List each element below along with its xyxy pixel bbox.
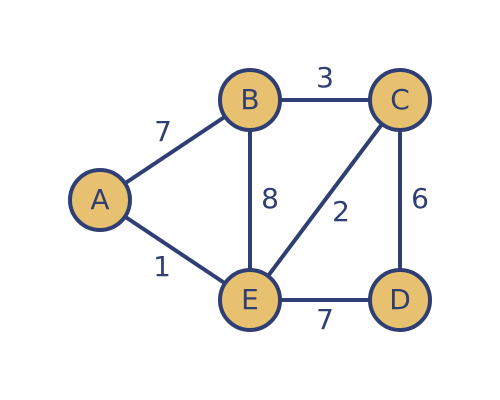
node-D: D	[368, 268, 432, 332]
edge-C-E	[248, 98, 402, 302]
edge-weight-B-C: 3	[316, 61, 334, 94]
node-E-circle	[218, 268, 282, 332]
node-B: B	[218, 68, 282, 132]
node-E-label: E	[241, 283, 259, 316]
node-B-circle	[218, 68, 282, 132]
node-E: E	[218, 268, 282, 332]
node-A-label: A	[90, 183, 109, 216]
edge-weight-C-E: 2	[332, 195, 350, 228]
node-D-label: D	[389, 283, 411, 316]
edge-weight-A-E: 1	[153, 250, 171, 283]
edge-weight-A-B: 7	[154, 115, 172, 148]
node-C-label: C	[390, 83, 410, 116]
edge-weight-B-E: 8	[261, 182, 279, 215]
edge-weight-E-D: 7	[316, 303, 334, 336]
node-A: A	[68, 168, 132, 232]
node-C-circle	[368, 68, 432, 132]
nodes-group: A B C D E	[68, 68, 432, 332]
node-A-circle	[68, 168, 132, 232]
node-C: C	[368, 68, 432, 132]
node-B-label: B	[240, 83, 259, 116]
edge-weight-C-D: 6	[411, 182, 429, 215]
edge-labels-group: 7 1 3 8 2 6 7	[153, 61, 429, 336]
node-D-circle	[368, 268, 432, 332]
